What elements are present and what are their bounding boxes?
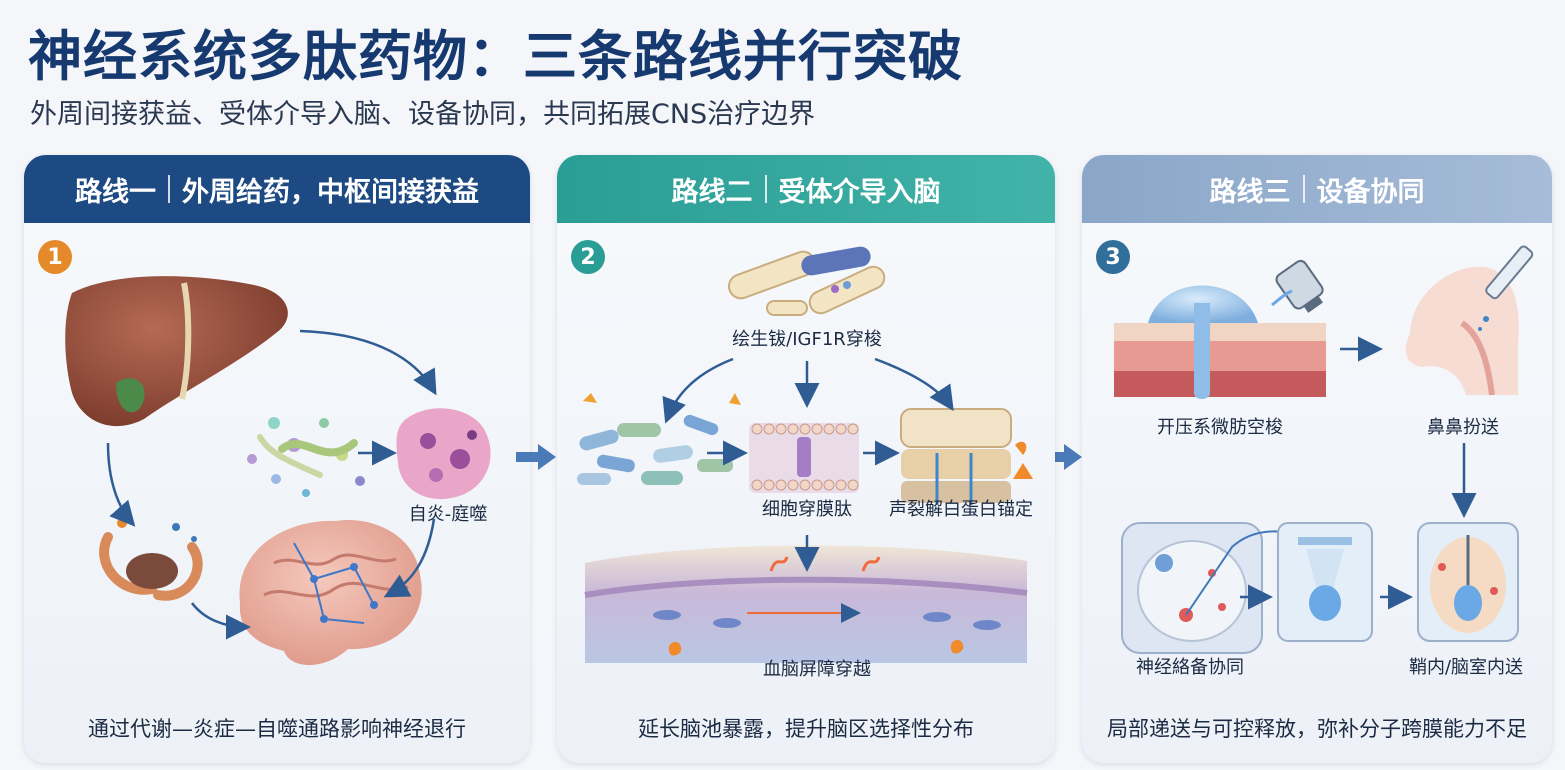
neural-device-icon — [1121, 522, 1306, 654]
route-two-panel: 路线二 受体介导入脑 2 — [557, 155, 1055, 763]
nasal-label: 鼻鼻扮送 — [1427, 417, 1499, 438]
header-divider — [764, 175, 767, 203]
route-three-panel: 路线三 设备协同 3 — [1082, 155, 1552, 763]
liver-icon — [65, 276, 288, 427]
connector-arrow-2 — [1042, 444, 1082, 470]
tight-junction-icon — [900, 408, 1033, 505]
route-three-header: 路线三 设备协同 — [1082, 155, 1552, 223]
route-two-subtitle: 受体介导入脑 — [778, 176, 941, 208]
albumin-label: 声裂解白蛋白锚定 — [889, 499, 1033, 520]
route-three-footer: 局部递送与可控释放，弥补分子跨膜能力不足 — [1107, 717, 1527, 741]
shuttle-label: 绘生钹/IGF1R穿梭 — [732, 329, 882, 350]
route-three-title: 路线三 — [1209, 176, 1291, 208]
page-title: 神经系统多肽药物：三条路线并行突破 — [28, 25, 963, 88]
gut-microbiota-icon — [247, 417, 365, 497]
pathway-arrows — [1240, 336, 1477, 610]
page-subtitle: 外周间接获益、受体介导入脑、设备协同，共同拓展CNS治疗边界 — [30, 99, 816, 130]
blood-vessel-icon — [584, 545, 1028, 663]
inflammation-label: 自炎-庭噬 — [408, 504, 488, 525]
cell-membrane-icon — [749, 423, 859, 493]
brain-icon — [239, 520, 422, 665]
route-three-illustration — [1114, 245, 1534, 654]
route-one-badge: 1 — [38, 240, 72, 274]
neuro-label: 神经絡备协同 — [1136, 657, 1244, 678]
bbb-label: 血脑屏障穿越 — [763, 659, 871, 680]
route-two-header: 路线二 受体介导入脑 — [557, 155, 1055, 223]
intrathecal-label: 鞘内/脑室内送 — [1408, 657, 1524, 678]
bacteria-icon — [577, 393, 741, 485]
route-one-panel: 路线一 外周给药，中枢间接获益 1 — [24, 155, 530, 763]
connector-arrow-1 — [516, 444, 556, 470]
route-one-illustration — [65, 276, 491, 665]
route-one-header: 路线一 外周给药，中枢间接获益 — [24, 155, 530, 223]
device-label: 开压系微肪空梭 — [1157, 417, 1283, 438]
route-two-footer: 延长脑池暴露，提升脑区选择性分布 — [638, 717, 974, 741]
ventricle-icon — [1417, 522, 1519, 642]
route-three-badge: 3 — [1096, 240, 1130, 274]
cpp-label: 细胞穿膜肽 — [762, 499, 852, 520]
route-three-subtitle: 设备协同 — [1316, 176, 1425, 208]
pathway-arrows — [106, 329, 437, 640]
route-two-badge: 2 — [571, 240, 605, 274]
route-two-illustration — [577, 246, 1033, 663]
pathway-arrows — [662, 357, 954, 572]
antibody-shuttle-icon — [727, 246, 886, 316]
route-two-title: 路线二 — [671, 176, 753, 208]
inflamed-cell-icon — [396, 408, 491, 500]
route-one-title: 路线一 — [75, 176, 156, 208]
header-divider — [168, 175, 170, 203]
nasal-spray-icon — [1405, 245, 1534, 396]
route-one-subtitle: 外周给药，中枢间接获益 — [182, 176, 479, 208]
route-one-footer: 通过代谢—炎症—自噬通路影响神经退行 — [88, 717, 466, 741]
header-divider — [1302, 175, 1305, 203]
microneedle-icon — [1114, 259, 1326, 399]
implant-icon — [1277, 522, 1373, 642]
autophagy-icon — [99, 518, 203, 601]
